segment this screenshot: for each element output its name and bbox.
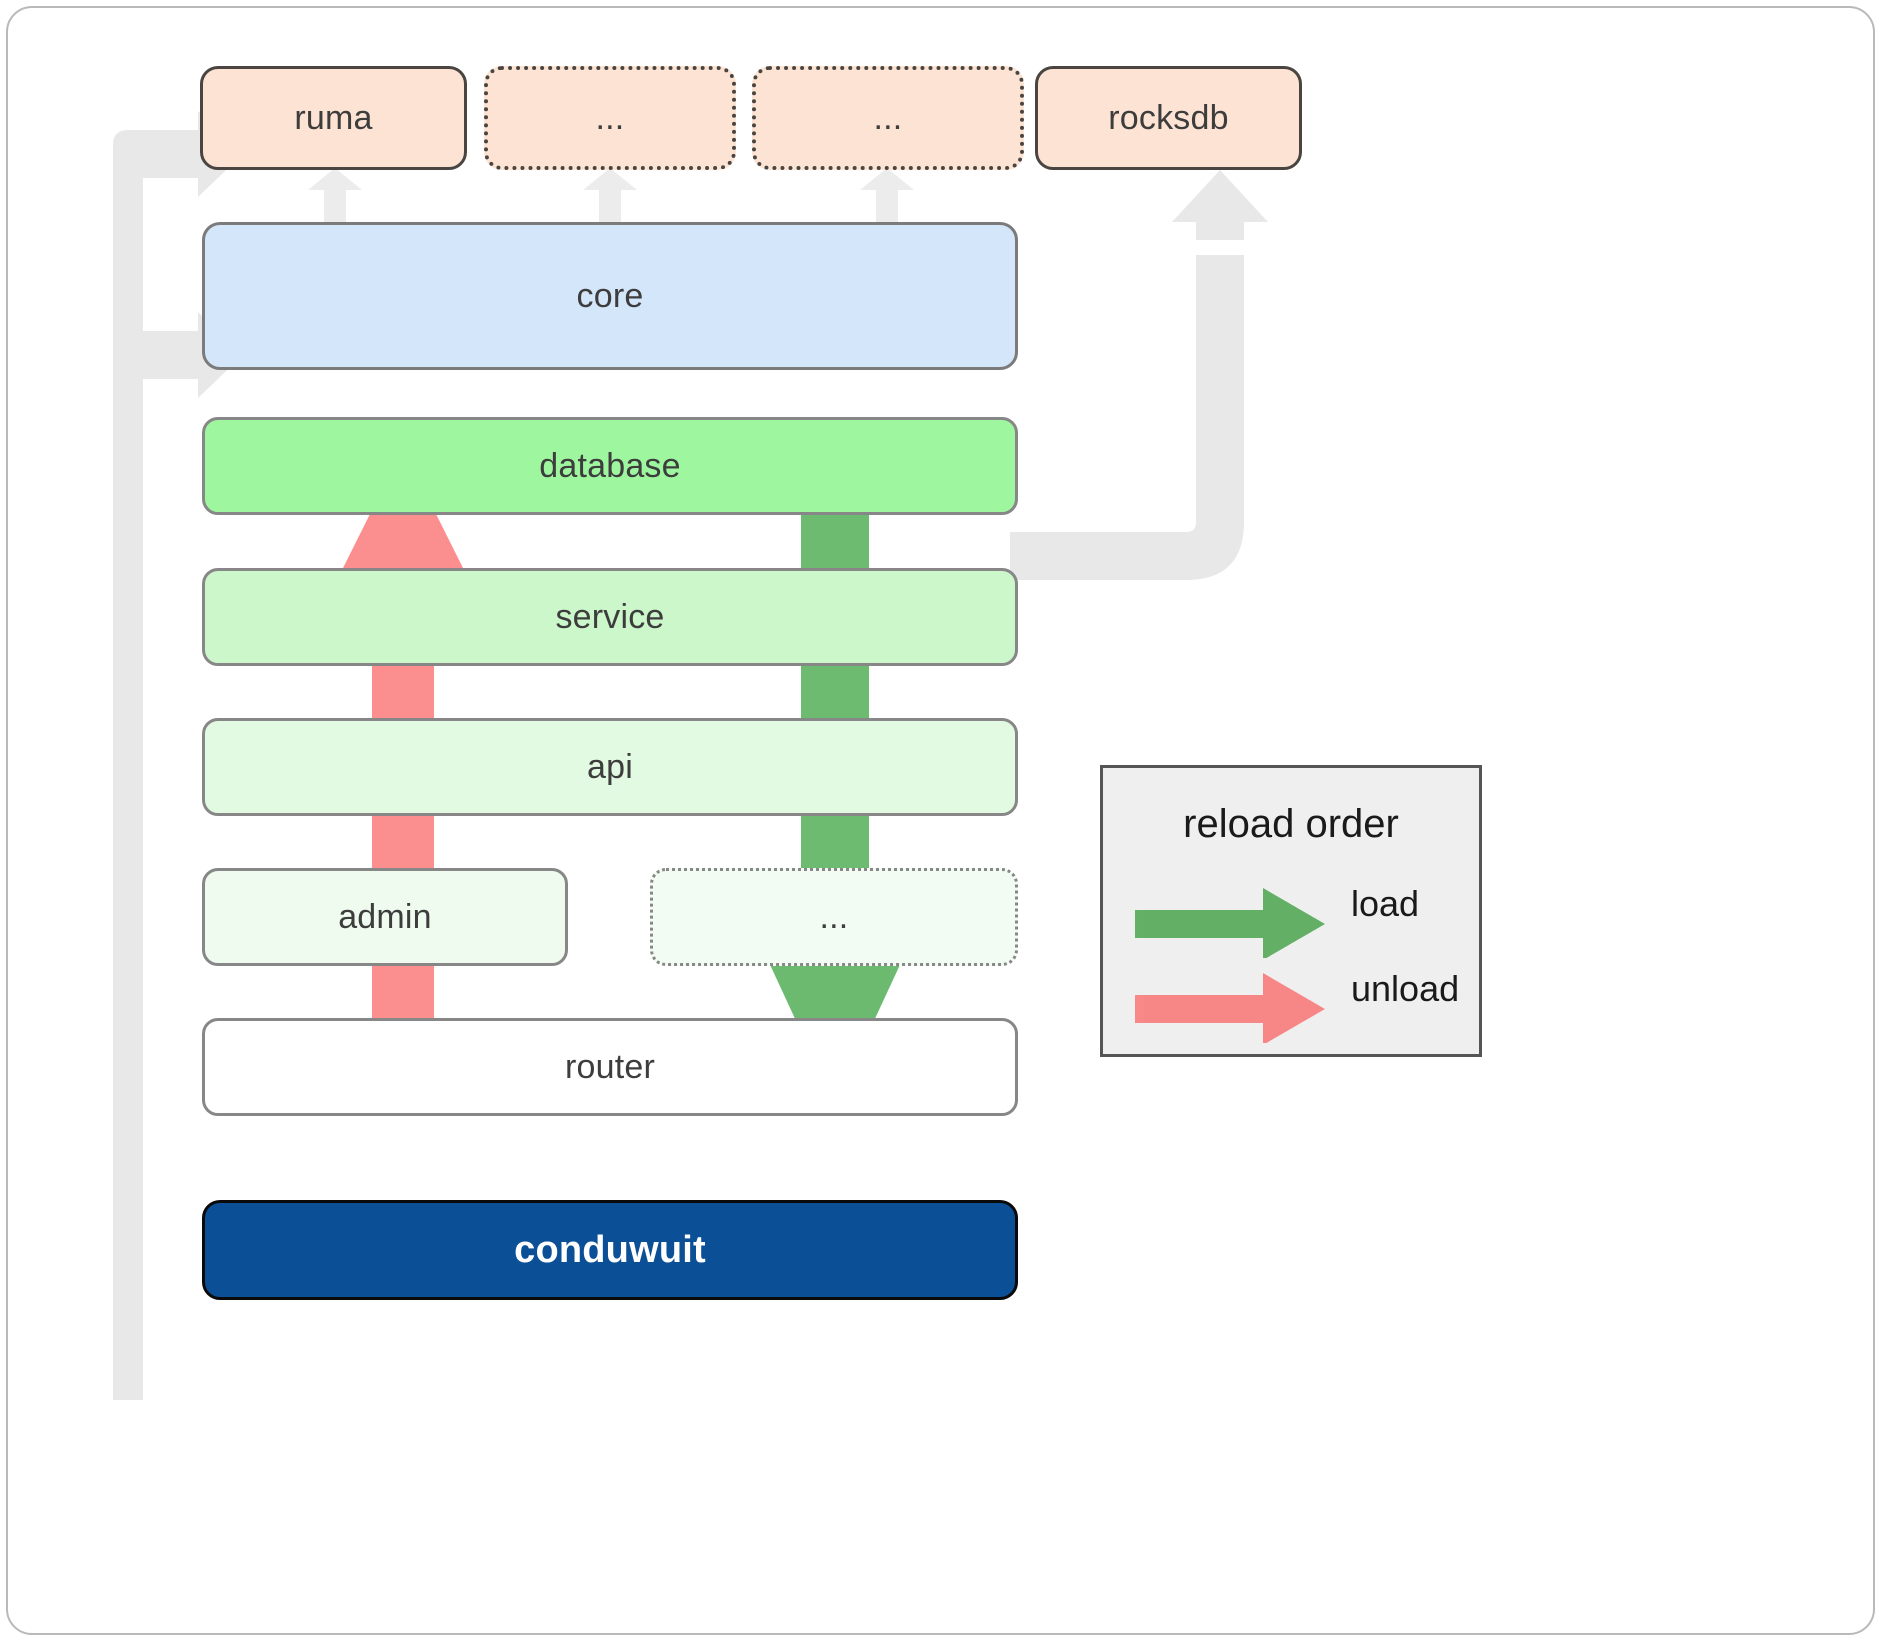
node-ruma[interactable]: ruma <box>200 66 467 170</box>
node-core-label: core <box>576 276 644 315</box>
node-admin[interactable]: admin <box>202 868 568 966</box>
node-router-label: router <box>564 1047 656 1086</box>
node-admin-label: admin <box>338 897 432 936</box>
legend-unload-label: unload <box>1351 968 1460 1009</box>
node-dep-ellipsis-1-label: ... <box>595 98 625 137</box>
node-rocksdb-label: rocksdb <box>1108 98 1229 137</box>
node-ruma-label: ruma <box>294 98 373 137</box>
node-conduwuit-label: conduwuit <box>514 1228 706 1271</box>
node-dep-ellipsis-1[interactable]: ... <box>484 66 736 170</box>
node-service-label: service <box>555 597 665 636</box>
connector-database-to-rocksdb <box>1010 170 1268 580</box>
arrow-core-to-dep-3 <box>860 168 914 230</box>
node-layer-ellipsis-label: ... <box>819 897 849 936</box>
legend-load-arrow-icon <box>1135 888 1325 958</box>
node-core[interactable]: core <box>202 222 1018 370</box>
legend-unload-arrow-icon <box>1135 973 1325 1043</box>
node-api-label: api <box>587 747 633 786</box>
node-dep-ellipsis-2-label: ... <box>873 98 903 137</box>
legend-panel: reload order load unload <box>1100 765 1482 1057</box>
node-dep-ellipsis-2[interactable]: ... <box>752 66 1024 170</box>
node-database[interactable]: database <box>202 417 1018 515</box>
node-layer-ellipsis[interactable]: ... <box>650 868 1018 966</box>
node-router[interactable]: router <box>202 1018 1018 1116</box>
node-rocksdb[interactable]: rocksdb <box>1035 66 1302 170</box>
arrow-core-to-ruma <box>308 168 362 230</box>
arrow-core-to-dep-2 <box>583 168 637 230</box>
legend-load-label: load <box>1351 883 1420 924</box>
node-api[interactable]: api <box>202 718 1018 816</box>
node-database-label: database <box>539 446 681 485</box>
node-conduwuit[interactable]: conduwuit <box>202 1200 1018 1300</box>
node-service[interactable]: service <box>202 568 1018 666</box>
legend-title: reload order <box>1183 802 1399 846</box>
